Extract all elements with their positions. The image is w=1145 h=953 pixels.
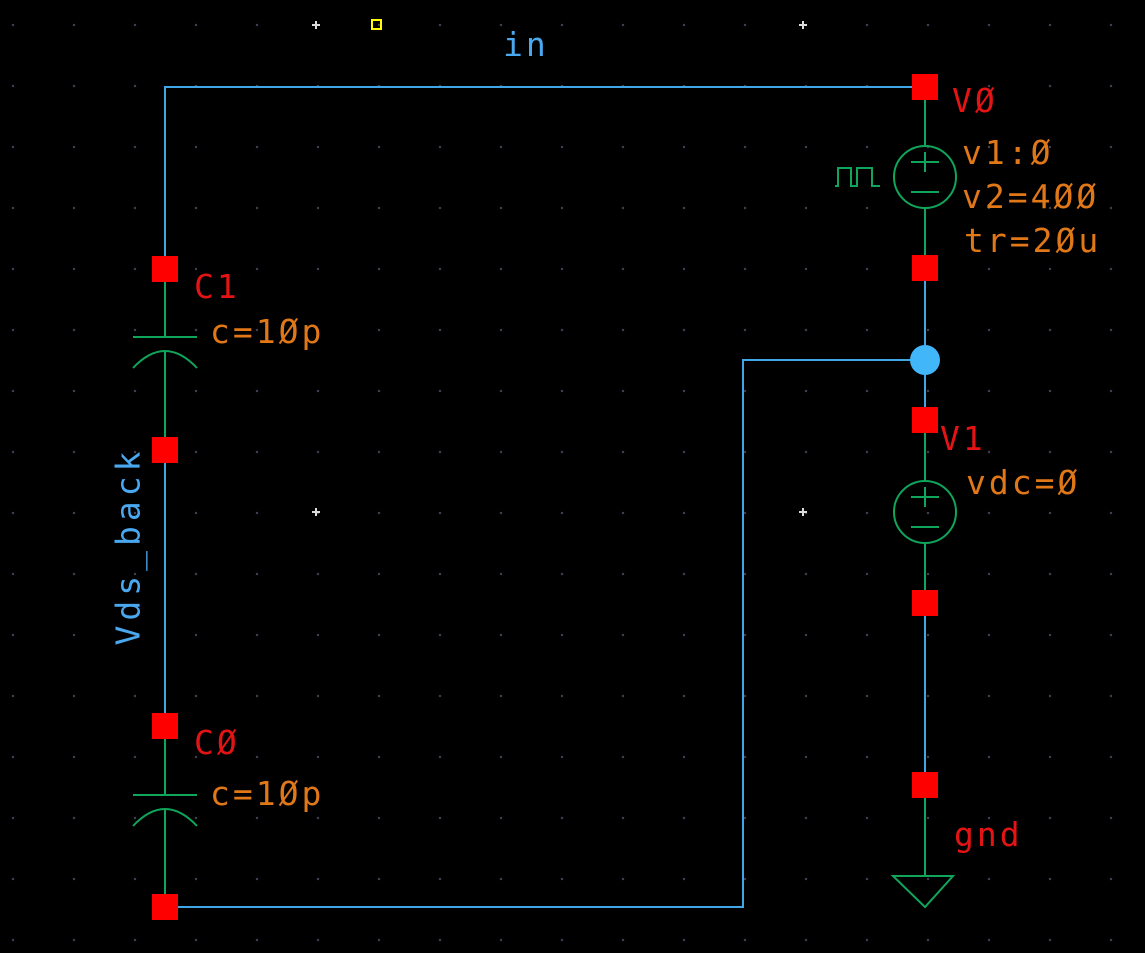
gnd-symbol[interactable] [890, 785, 956, 909]
wire-junction-dot[interactable] [910, 345, 940, 375]
v0-symbol[interactable] [835, 87, 957, 268]
param-v0-tr[interactable]: tr=2Øu [964, 221, 1102, 260]
ground-icon [890, 875, 956, 909]
origin-marker [371, 19, 382, 30]
plus-icon [911, 152, 939, 172]
pin-v1-top[interactable] [912, 407, 938, 433]
pin-c0-bottom[interactable] [152, 894, 178, 920]
param-c0-c[interactable]: c=1Øp [210, 774, 325, 813]
instance-name-v1[interactable]: V1 [940, 419, 986, 458]
grid-major-marker [312, 508, 320, 516]
instance-name-gnd[interactable]: gnd [954, 815, 1023, 854]
pin-v1-bottom[interactable] [912, 590, 938, 616]
v1-symbol[interactable] [893, 420, 957, 603]
param-v0-v1[interactable]: v1:Ø [962, 133, 1054, 172]
param-v1-vdc[interactable]: vdc=Ø [966, 463, 1081, 502]
pin-v0-top[interactable] [912, 74, 938, 100]
instance-name-c0[interactable]: CØ [194, 723, 240, 762]
wire-v1-to-gnd[interactable] [924, 602, 926, 786]
wire-v0-to-v1[interactable] [924, 268, 926, 421]
grid-major-marker [799, 508, 807, 516]
wire-riser[interactable] [742, 359, 744, 908]
instance-name-v0[interactable]: VØ [952, 81, 998, 120]
plus-icon [911, 487, 939, 507]
c0-symbol[interactable] [132, 726, 198, 907]
c0-curved-plate [132, 808, 198, 827]
pin-c0-top[interactable] [152, 713, 178, 739]
grid-major-marker [312, 21, 320, 29]
pulse-waveform-icon [835, 167, 880, 187]
instance-name-c1[interactable]: C1 [194, 267, 240, 306]
net-label-in[interactable]: in [503, 25, 549, 64]
pin-v0-bottom[interactable] [912, 255, 938, 281]
grid-major-marker [799, 21, 807, 29]
wire-net-vds-back[interactable] [164, 450, 166, 727]
c1-symbol[interactable] [132, 269, 198, 450]
param-v0-v2[interactable]: v2=4ØØ [962, 177, 1100, 216]
net-label-vds-back[interactable]: Vds_back [108, 446, 148, 646]
wire-bottom[interactable] [164, 906, 744, 908]
param-c1-c[interactable]: c=1Øp [210, 312, 325, 351]
wire-to-junction[interactable] [742, 359, 926, 361]
pin-c1-bottom[interactable] [152, 437, 178, 463]
pin-c1-top[interactable] [152, 256, 178, 282]
wire-net-in-left-drop[interactable] [164, 86, 166, 270]
wire-net-in-top[interactable] [164, 86, 926, 88]
c1-curved-plate [132, 350, 198, 369]
pin-gnd[interactable] [912, 772, 938, 798]
